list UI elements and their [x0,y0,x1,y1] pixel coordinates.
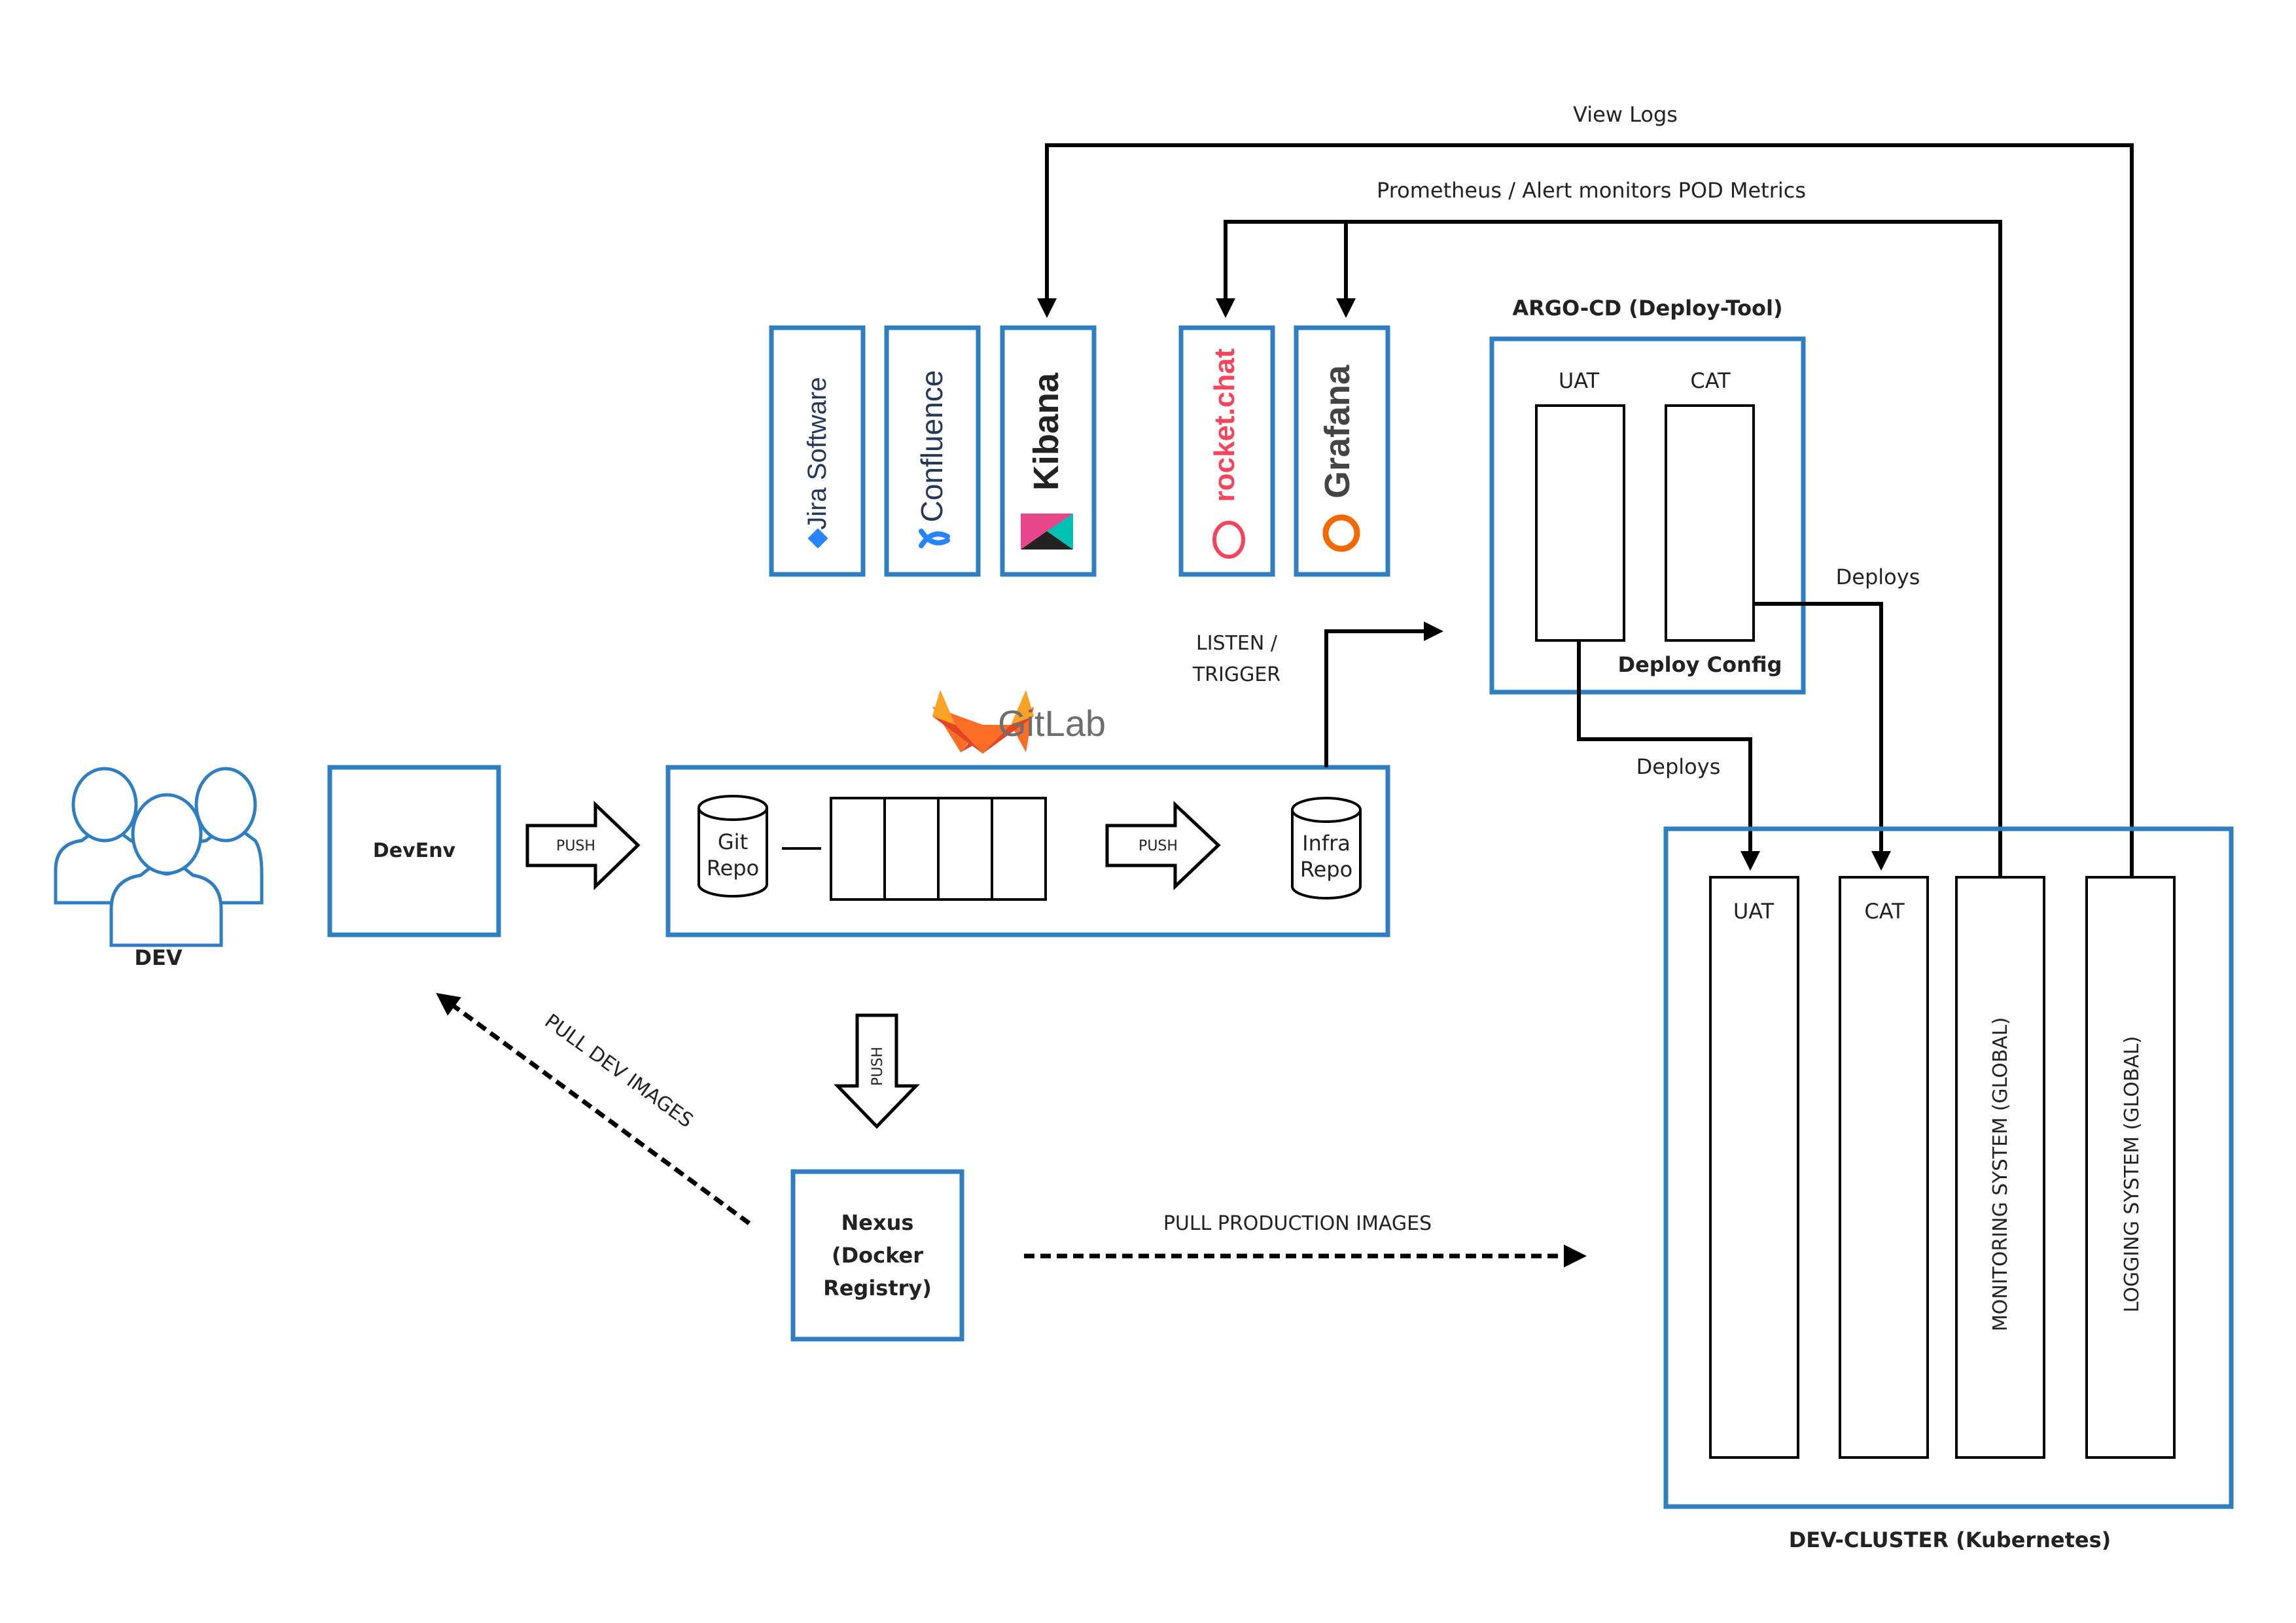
pipeline-stage [883,797,940,901]
git-repo-line2: Repo [707,856,759,881]
nexus-box[interactable] [790,1169,964,1342]
rocketchat-label: rocket.chat [1209,348,1241,502]
push-label: PUSH [870,1047,886,1086]
dev-cluster-box[interactable] [1663,826,2234,1509]
infra-repo-line1: Infra [1302,831,1351,856]
pipeline-stage [937,797,993,901]
infra-repo-line2: Repo [1300,857,1352,882]
argo-col-uat: UAT [1559,368,1600,393]
gitlab-logo-icon [932,690,1034,754]
gitlab-brand: GitLab [998,703,1106,744]
push-arrow-devenv: PUSH [525,801,641,890]
tool-kibana[interactable]: Kibana [1000,325,1097,577]
kibana-icon [1021,514,1073,550]
push-label: PUSH [1139,838,1178,854]
cluster-cat-column[interactable] [1839,876,1929,1459]
pull-dev-arrow [436,992,751,1225]
pull-dev-label: PULL DEV IMAGES [540,1009,698,1132]
pull-prod-label: PULL PRODUCTION IMAGES [1163,1212,1432,1235]
cluster-col-cat: CAT [1864,899,1905,924]
prometheus-arrow-rocketchat [1216,220,2002,877]
confluence-icon [919,529,950,548]
grafana-icon [1322,514,1360,552]
git-repo-line1: Git [718,829,748,854]
listen-label: LISTEN / [1196,632,1278,655]
cluster-uat-column[interactable] [1709,876,1799,1459]
dev-label: DEV [134,945,182,970]
monitoring-label: MONITORING SYSTEM (GLOBAL) [1989,1017,2012,1331]
deploy-arrow-uat [1577,640,1760,871]
deploy-arrow-cat [1754,602,1891,871]
argo-title: ARGO-CD (Deploy-Tool) [1512,296,1782,321]
grafana-label: Grafana [1318,364,1357,498]
push-arrow-nexus: PUSH [834,1013,920,1129]
pipeline-stage [830,797,886,901]
devenv-box[interactable] [327,765,501,937]
argo-uat-column[interactable] [1535,404,1625,642]
nexus-line1: Nexus [841,1210,914,1235]
git-repo-icon[interactable] [698,795,768,898]
kibana-label: Kibana [1027,372,1066,491]
monitoring-system-column[interactable] [1955,876,2045,1459]
dev-cluster-title: DEV-CLUSTER (Kubernetes) [1789,1527,2111,1552]
view-logs-arrow [1037,143,2134,877]
pipeline-stages [830,797,1047,901]
argo-col-cat: CAT [1690,368,1731,393]
logging-label: LOGGING SYSTEM (GLOBAL) [2121,1036,2144,1313]
deploys-label-down: Deploys [1636,754,1721,779]
infra-repo-icon[interactable] [1291,797,1362,899]
logging-system-column[interactable] [2085,876,2176,1459]
view-logs-label: View Logs [1573,102,1678,127]
trigger-label: TRIGGER [1192,663,1280,686]
tool-grafana[interactable]: Grafana [1294,325,1390,577]
nexus-line2: (Docker [832,1243,923,1268]
tool-jira[interactable]: Jira Software [769,325,866,577]
tool-rocketchat[interactable]: rocket.chat [1178,325,1275,577]
cluster-col-uat: UAT [1733,899,1775,924]
devenv-label: DevEnv [373,839,456,862]
nexus-line3: Registry) [823,1276,932,1300]
tool-confluence[interactable]: Confluence [884,325,981,577]
push-arrow-pipeline: PUSH [1105,801,1221,890]
argo-cat-column[interactable] [1665,404,1755,642]
listen-trigger-arrow [1324,621,1443,767]
pipeline-stage [991,797,1047,901]
deploy-config-label: Deploy Config [1618,652,1782,677]
deploys-label-right: Deploys [1836,565,1920,589]
prometheus-label: Prometheus / Alert monitors POD Metrics [1377,178,1806,203]
rocketchat-icon [1212,521,1245,559]
jira-label: Jira Software [803,377,832,529]
confluence-label: Confluence [915,370,949,523]
dev-users-icon [54,767,264,947]
push-label: PUSH [556,838,595,854]
